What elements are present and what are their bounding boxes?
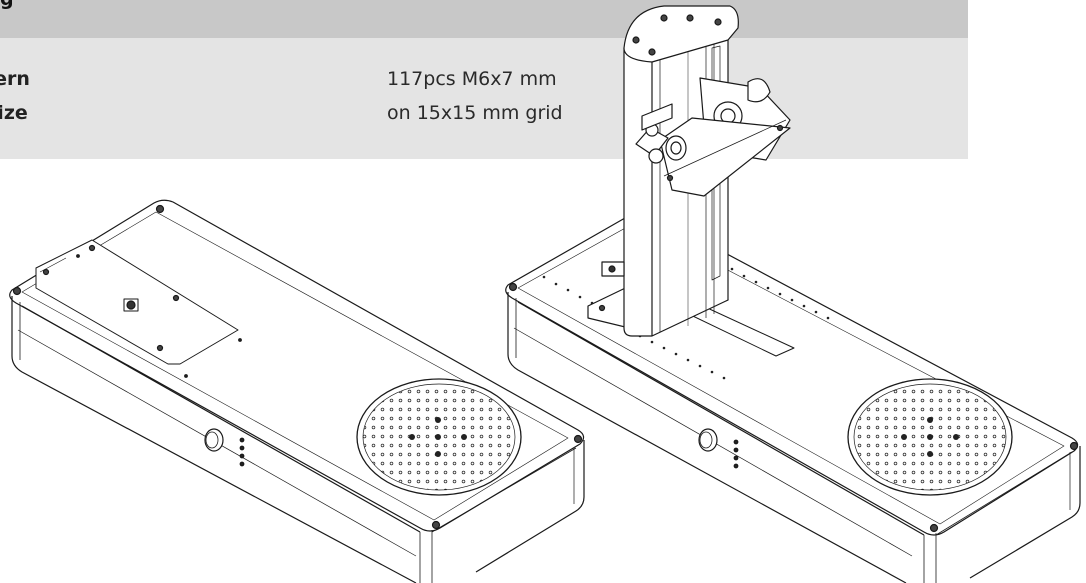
tilt-mount-bracket (635, 77, 791, 197)
spec-label: size (0, 102, 28, 124)
spec-value: 117pcs M6x7 mm (387, 68, 557, 90)
left-turntable-disc (356, 378, 522, 496)
spec-table: tern 117pcs M6x7 mm size on 15x15 mm gri… (0, 38, 968, 159)
spec-value: on 15x15 mm grid (387, 102, 563, 124)
right-turntable-base (505, 210, 1081, 583)
spec-label: tern (0, 68, 30, 90)
right-turntable-disc (847, 378, 1013, 496)
left-turntable-base (9, 199, 585, 583)
spec-table-title: g (0, 0, 14, 10)
spec-table-header: g (0, 0, 968, 38)
right-base-hole-rows (542, 267, 830, 380)
